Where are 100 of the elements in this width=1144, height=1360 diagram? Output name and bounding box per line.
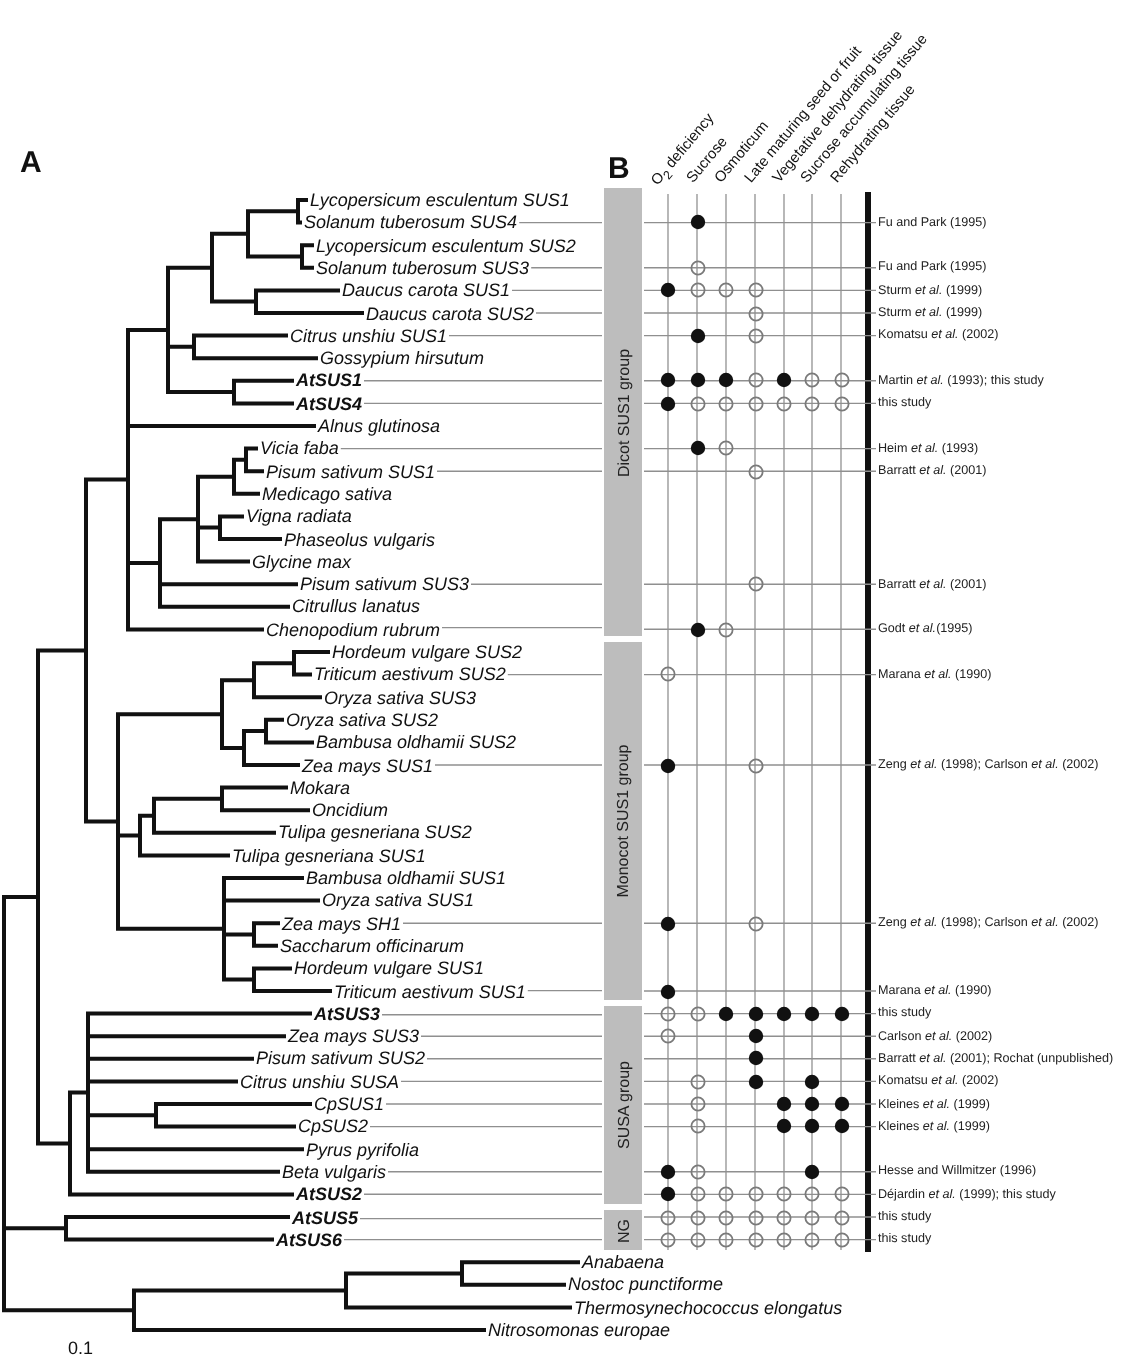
- ring-icon: [660, 666, 676, 683]
- ring-icon: [660, 1005, 676, 1022]
- ring-icon: [804, 395, 820, 412]
- filled-dot-icon: [689, 327, 705, 344]
- taxon-label: Phaseolus vulgaris: [284, 529, 436, 549]
- taxon-label: Vicia faba: [260, 438, 339, 459]
- taxon-label: Pisum sativum SUS2: [256, 1048, 426, 1069]
- panel-letter: A: [20, 148, 42, 180]
- taxon-label: Triticum aestivum SUS1: [334, 981, 526, 1001]
- row-line: [343, 1238, 603, 1241]
- taxon-label: Anabaena: [582, 1252, 665, 1273]
- filled-dot-icon: [689, 440, 705, 457]
- ring-icon: [747, 463, 763, 480]
- ring-icon: [747, 282, 763, 299]
- row-line: [441, 626, 603, 629]
- taxon-label: Thermosynechococcus elongatus: [574, 1297, 843, 1318]
- taxon-label: Lycopersicum esculentum SUS2: [316, 235, 576, 256]
- ring-icon: [776, 395, 792, 412]
- filled-dot-icon: [747, 1028, 763, 1045]
- taxon-label: Zea mays SUS3: [288, 1026, 420, 1047]
- row-line: [643, 1103, 877, 1105]
- ring-icon: [689, 1118, 705, 1135]
- taxon-label: Solanum tuberosum SUS4: [304, 212, 518, 233]
- row-line: [643, 289, 877, 292]
- ring-icon: [689, 1096, 705, 1112]
- row-line: [643, 447, 877, 450]
- row-line: [426, 1058, 603, 1060]
- taxon-label: Beta vulgaris: [282, 1161, 387, 1182]
- group-band: [604, 642, 642, 1000]
- ring-icon: [776, 1186, 792, 1203]
- taxon-label: Hordeum vulgare SUS2: [332, 642, 523, 662]
- ring-icon: [689, 1073, 705, 1090]
- ring-icon: [747, 305, 763, 321]
- row-line: [385, 1103, 603, 1105]
- taxon-label: Bambusa oldhamii SUS1: [306, 868, 507, 888]
- ring-icon: [689, 1005, 705, 1022]
- row-line: [359, 1217, 603, 1220]
- row-line: [363, 402, 603, 405]
- filled-dot-icon: [718, 1005, 734, 1022]
- ring-icon: [689, 259, 705, 276]
- row-line: [369, 1125, 603, 1128]
- filled-dot-icon: [660, 395, 676, 412]
- group-label: SUSA group: [614, 1060, 633, 1150]
- row-line: [643, 334, 877, 337]
- taxon-label: Lycopersicum esculentum SUS1: [310, 190, 570, 210]
- row-line: [518, 221, 603, 224]
- taxon-label: Medicago sativa: [262, 483, 393, 504]
- row-line: [643, 628, 877, 630]
- taxon-label: Nitrosomonas europae: [488, 1320, 671, 1340]
- ring-icon: [718, 282, 734, 299]
- taxon-label: AtSUS5: [292, 1207, 359, 1227]
- filled-dot-icon: [804, 1005, 820, 1022]
- row-line: [643, 1193, 877, 1196]
- filled-dot-icon: [833, 1005, 849, 1022]
- filled-dot-icon: [804, 1118, 820, 1135]
- filled-dot-icon: [776, 1096, 792, 1112]
- filled-dot-icon: [776, 1118, 792, 1135]
- row-line: [643, 764, 877, 766]
- taxon-label: Citrus unshiu SUS1: [290, 325, 448, 346]
- taxon-label: Daucus carota SUS2: [366, 303, 535, 323]
- taxon-label: Pisum sativum SUS3: [300, 574, 470, 595]
- filled-dot-icon: [833, 1096, 849, 1112]
- filled-dot-icon: [747, 1005, 763, 1022]
- taxon-label: Oncidium: [312, 800, 389, 821]
- filled-dot-icon: [776, 1005, 792, 1022]
- taxon-label: Solanum tuberosum SUS3: [316, 257, 530, 278]
- taxon-label: Triticum aestivum SUS2: [314, 664, 506, 685]
- filled-dot-icon: [660, 757, 676, 773]
- taxon-label: Saccharum officinarum: [280, 935, 465, 956]
- taxon-label: Tulipa gesneriana SUS1: [232, 845, 426, 866]
- taxon-label: Pyrus pyrifolia: [306, 1139, 420, 1160]
- ring-icon: [833, 1231, 849, 1248]
- row-line: [643, 1238, 877, 1241]
- row-line: [643, 380, 877, 382]
- ring-icon: [689, 1209, 705, 1225]
- ring-icon: [718, 621, 734, 638]
- taxon-label: Zea mays SUS1: [302, 755, 434, 775]
- ring-icon: [804, 1186, 820, 1203]
- row-line: [436, 470, 603, 472]
- group-label: Monocot SUS1 group: [613, 744, 632, 898]
- taxon-label: Mokara: [290, 777, 351, 798]
- taxon-label: Vigna radiata: [246, 506, 352, 527]
- taxon-label: AtSUS4: [296, 393, 363, 414]
- filled-dot-icon: [718, 372, 734, 389]
- ring-icon: [804, 1209, 820, 1225]
- row-line: [643, 470, 877, 472]
- ring-icon: [660, 1231, 676, 1248]
- filled-dot-icon: [660, 915, 676, 932]
- taxon-label: AtSUS1: [296, 370, 363, 391]
- taxon-label: Alnus glutinosa: [318, 416, 441, 436]
- ring-icon: [747, 1209, 763, 1225]
- filled-dot-icon: [804, 1073, 820, 1090]
- taxon-label: CpSUS1: [314, 1094, 385, 1114]
- row-line: [643, 1171, 877, 1173]
- taxon-label: Zea mays SH1: [282, 913, 402, 934]
- row-line: [643, 922, 877, 924]
- ring-icon: [833, 1186, 849, 1203]
- row-line: [643, 1058, 877, 1060]
- group-band: [604, 1210, 642, 1250]
- taxon-label: Pisum sativum SUS1: [266, 461, 436, 482]
